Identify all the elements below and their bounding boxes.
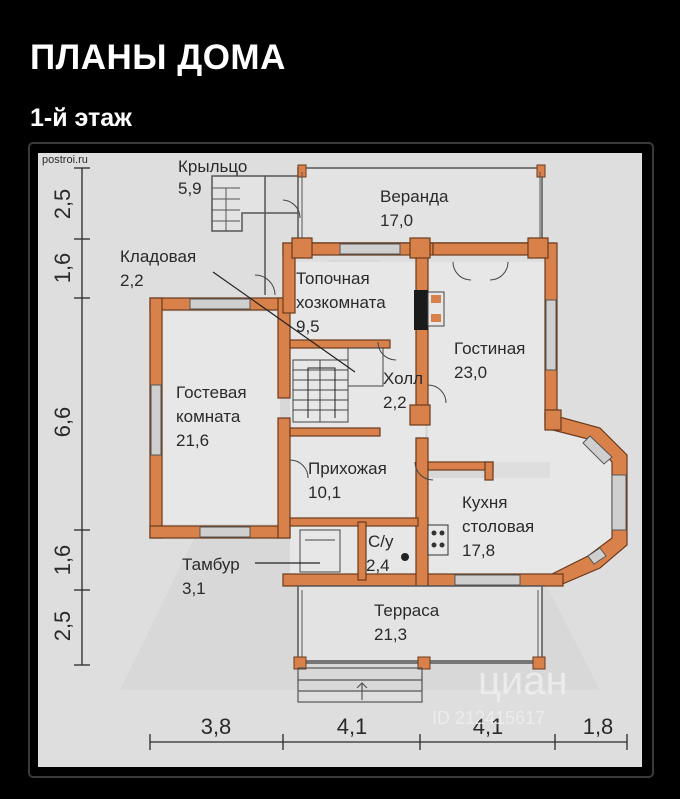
doors [254,199,509,611]
room-name-furnace-2: хозкомната [296,293,386,312]
dim-v-5: 2,5 [50,611,75,642]
dim-h-1: 3,8 [201,714,232,739]
room-name-guest-2: комната [176,407,241,426]
room-name-kitchen-1: Кухня [462,493,508,512]
dim-v-1: 2,5 [50,189,75,220]
room-name-living: Гостиная [454,339,525,358]
room-area-hall: 2,2 [383,393,407,412]
room-name-porch: Крыльцо [178,157,247,176]
room-area-storage: 2,2 [120,271,144,290]
vertical-dimension-line [74,167,90,666]
room-area-entry: 10,1 [308,483,341,502]
dim-h-3: 4,1 [473,714,504,739]
room-name-terrace: Терраса [374,601,440,620]
kitchen-stove [427,524,449,556]
room-name-kitchen-2: столовая [462,517,534,536]
horizontal-dimension-line [149,734,628,750]
watermark-brand: циан [478,659,568,703]
dim-v-3: 6,6 [50,407,75,438]
room-name-entry: Прихожая [308,459,387,478]
windows [150,243,627,586]
dim-h-4: 1,8 [583,714,614,739]
room-name-storage: Кладовая [120,247,196,266]
room-area-living: 23,0 [454,363,487,382]
boiler [414,290,445,330]
storage-leader-line [212,271,356,373]
floor-plan-image: postroi.ru [38,153,642,767]
staircase [292,359,349,423]
terrace-area [297,585,543,662]
room-area-furnace: 9,5 [296,317,320,336]
room-area-porch: 5,9 [178,179,202,198]
source-tag: postroi.ru [42,154,88,166]
porch-steps [212,187,240,231]
guest-room-floor [160,312,280,524]
room-name-guest-1: Гостевая [176,383,247,402]
room-name-veranda: Веранда [380,187,449,206]
room-area-terrace: 21,3 [374,625,407,644]
room-area-guest: 21,6 [176,431,209,450]
page-title: ПЛАНЫ ДОМА [30,38,286,77]
floor-subtitle: 1-й этаж [30,104,132,132]
room-area-kitchen: 17,8 [462,541,495,560]
room-name-vestibule: Тамбур [182,555,240,574]
terrace-steps [297,667,423,703]
dim-h-2: 4,1 [337,714,368,739]
room-area-wc: 2,4 [366,556,390,575]
room-area-vestibule: 3,1 [182,579,206,598]
dim-v-4: 1,6 [50,545,75,576]
wc-toilet [401,553,409,561]
dim-v-2: 1,6 [50,253,75,284]
room-name-furnace-1: Топочная [296,269,370,288]
room-name-hall: Холл [383,369,423,388]
room-area-veranda: 17,0 [380,211,413,230]
room-name-wc: С/у [368,532,394,551]
watermark-id: ID 212415617 [432,708,545,728]
